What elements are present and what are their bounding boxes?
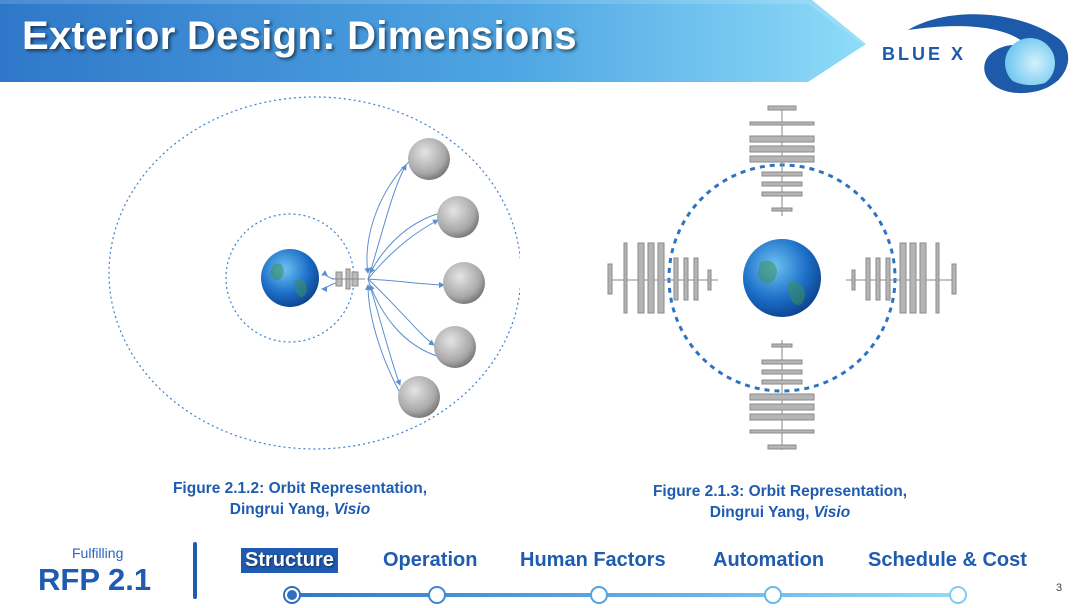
- bluex-logo: BLUE X: [882, 14, 1069, 94]
- caption-author: Dingrui Yang,: [229, 501, 334, 518]
- moon-icon: [434, 326, 476, 368]
- fulfilling-label: Fulfilling: [72, 545, 124, 561]
- figure-orbit-stations: [607, 105, 957, 450]
- space-station-icon: [332, 268, 365, 290]
- moon-icon: [398, 376, 440, 418]
- progress-track: [283, 586, 967, 604]
- moon-icon: [408, 138, 450, 180]
- progress-node-automation[interactable]: [764, 586, 782, 604]
- nav-human-factors[interactable]: Human Factors: [520, 549, 666, 571]
- caption-author: Dingrui Yang,: [709, 504, 814, 521]
- progress-node-schedule-cost[interactable]: [949, 586, 967, 604]
- figure-caption-1: Figure 2.1.2: Orbit Representation, Ding…: [130, 478, 470, 520]
- nav-schedule-cost[interactable]: Schedule & Cost: [868, 549, 1027, 571]
- moon-icon: [437, 196, 479, 238]
- progress-node-operation[interactable]: [428, 586, 446, 604]
- nav-operation[interactable]: Operation: [383, 549, 478, 571]
- progress-node-structure[interactable]: [283, 586, 301, 604]
- page-number: 3: [1056, 582, 1063, 594]
- caption-line: Figure 2.1.2: Orbit Representation,: [172, 480, 428, 497]
- caption-tool: Visio: [333, 501, 371, 518]
- caption-line: Figure 2.1.3: Orbit Representation,: [652, 483, 908, 500]
- caption-tool: Visio: [813, 504, 851, 521]
- earth-icon: [743, 239, 821, 317]
- rfp-label: RFP 2.1: [38, 562, 152, 597]
- space-station-icon: [749, 340, 815, 450]
- progress-node-human-factors[interactable]: [590, 586, 608, 604]
- moon-icon: [443, 262, 485, 304]
- nav-automation[interactable]: Automation: [713, 549, 825, 571]
- page-title: Exterior Design: Dimensions: [22, 14, 577, 58]
- space-station-icon: [749, 105, 815, 216]
- logo-text: BLUE X: [882, 44, 966, 64]
- caption-line: Dingrui Yang, Visio: [130, 499, 470, 520]
- header-band: [0, 0, 866, 82]
- caption-line: Dingrui Yang, Visio: [610, 502, 950, 523]
- earth-icon: [261, 249, 319, 307]
- figure-orbit-moons: [108, 96, 520, 450]
- nav-structure[interactable]: Structure: [241, 548, 338, 573]
- figure-caption-2: Figure 2.1.3: Orbit Representation, Ding…: [610, 481, 950, 523]
- footer-divider: [193, 542, 197, 599]
- space-station-icon: [846, 242, 957, 314]
- space-station-icon: [607, 242, 718, 314]
